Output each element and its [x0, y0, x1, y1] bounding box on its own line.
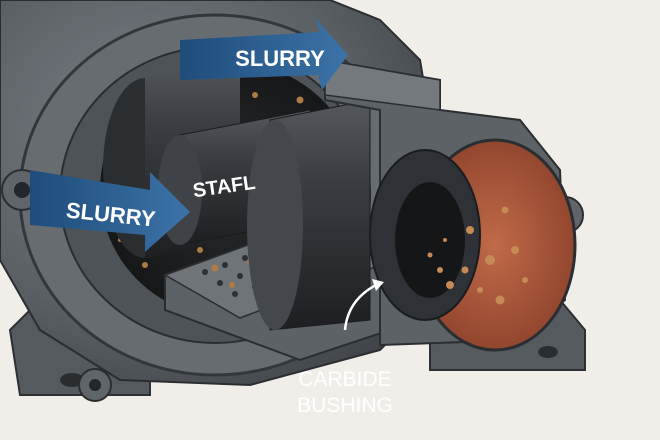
- bushing-label-line1: CARBIDE: [298, 368, 391, 391]
- pump-shaft: [103, 55, 371, 331]
- bushing-label-line2: BUSHING: [297, 394, 393, 417]
- arrow-right-icon: [180, 18, 348, 90]
- carbide-bushing: [369, 138, 577, 352]
- slurry-top-label: SLURRY: [235, 46, 325, 71]
- curved-arrow-head: [372, 279, 384, 291]
- arrow-right-icon: [30, 170, 190, 252]
